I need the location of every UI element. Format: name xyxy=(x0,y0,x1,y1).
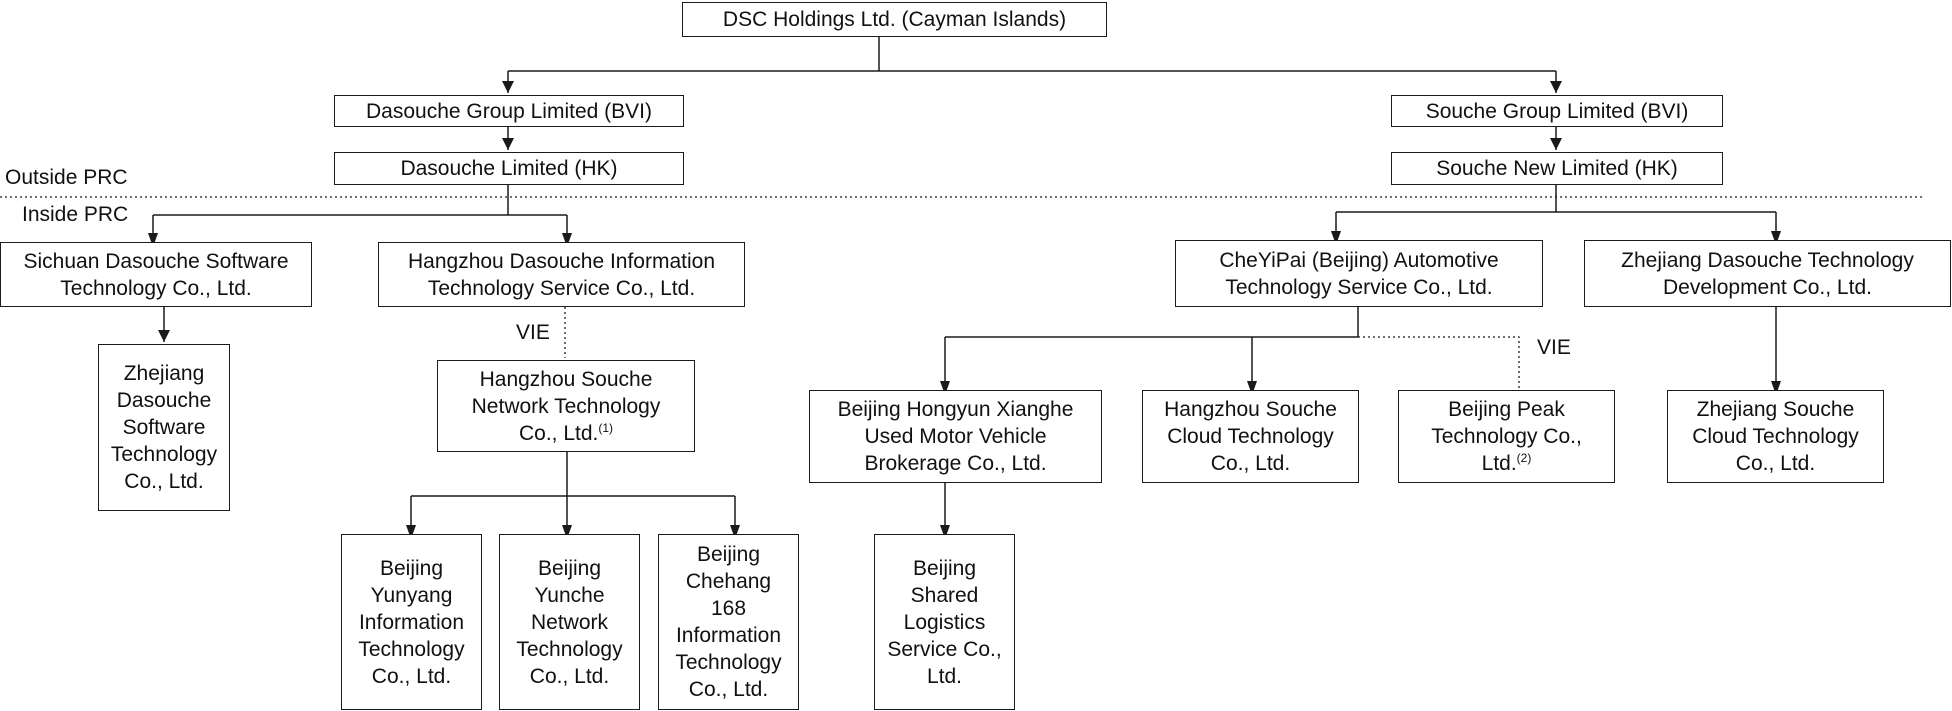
entity-hangzhou-dasouche-info: Hangzhou Dasouche Information Technology… xyxy=(378,242,745,307)
entity-name: Hangzhou Souche Network Technology Co., … xyxy=(471,367,661,445)
entity-name: Sichuan Dasouche Software Technology Co.… xyxy=(23,249,289,300)
entity-hangzhou-souche-cloud: Hangzhou Souche Cloud Technology Co., Lt… xyxy=(1142,390,1359,483)
entity-dsc-holdings: DSC Holdings Ltd. (Cayman Islands) xyxy=(682,2,1107,37)
entity-name: Beijing Chehang 168 Information Technolo… xyxy=(675,543,782,701)
entity-name: Dasouche Group Limited (BVI) xyxy=(366,99,652,123)
entity-name: Hangzhou Dasouche Information Technology… xyxy=(407,249,716,300)
entity-name: Beijing Shared Logistics Service Co., Lt… xyxy=(887,556,1002,688)
entity-name: Souche New Limited (HK) xyxy=(1436,157,1678,180)
entity-beijing-peak: Beijing Peak Technology Co., Ltd.(2) xyxy=(1398,390,1615,483)
entity-beijing-shared-logistics: Beijing Shared Logistics Service Co., Lt… xyxy=(874,534,1015,710)
entity-name: DSC Holdings Ltd. (Cayman Islands) xyxy=(722,8,1067,31)
entity-zhejiang-souche-cloud: Zhejiang Souche Cloud Technology Co., Lt… xyxy=(1667,390,1884,483)
entity-hangzhou-souche-network: Hangzhou Souche Network Technology Co., … xyxy=(437,360,695,452)
entity-sichuan-dasouche: Sichuan Dasouche Software Technology Co.… xyxy=(0,242,312,307)
entity-zhejiang-dasouche-dev: Zhejiang Dasouche Technology Development… xyxy=(1584,240,1951,307)
entity-beijing-chehang: Beijing Chehang 168 Information Technolo… xyxy=(658,534,799,710)
vie-dotted-lines xyxy=(564,307,1520,388)
vie-line-peak xyxy=(1358,336,1520,388)
vie-label-peak: VIE xyxy=(1537,336,1571,359)
entity-beijing-yunche: Beijing Yunche Network Technology Co., L… xyxy=(499,534,640,710)
entity-beijing-hongyun: Beijing Hongyun Xianghe Used Motor Vehic… xyxy=(809,390,1102,483)
entity-name: Zhejiang Souche Cloud Technology Co., Lt… xyxy=(1692,398,1859,475)
entity-souche-group-bvi: Souche Group Limited (BVI) xyxy=(1391,95,1723,127)
entity-name: Hangzhou Souche Cloud Technology Co., Lt… xyxy=(1164,398,1337,475)
footnote-marker: (1) xyxy=(598,420,614,435)
entity-name: Beijing Yunyang Information Technology C… xyxy=(358,556,465,688)
entity-name: Beijing Yunche Network Technology Co., L… xyxy=(516,556,623,688)
entity-name: CheYiPai (Beijing) Automotive Technology… xyxy=(1219,248,1499,299)
vie-label-hangzhou: VIE xyxy=(516,321,550,344)
entity-souche-new-hk: Souche New Limited (HK) xyxy=(1391,152,1723,185)
entity-name: Dasouche Limited (HK) xyxy=(400,157,618,180)
outside-prc-label: Outside PRC xyxy=(5,166,128,189)
entity-name: Beijing Peak Technology Co., Ltd.(2) xyxy=(1431,398,1582,475)
entity-beijing-yunyang: Beijing Yunyang Information Technology C… xyxy=(341,534,482,710)
entity-name: Zhejiang Dasouche Technology Development… xyxy=(1621,248,1914,299)
footnote-marker: (2) xyxy=(1516,451,1532,465)
entity-dasouche-group-bvi: Dasouche Group Limited (BVI) xyxy=(334,95,684,127)
inside-prc-label: Inside PRC xyxy=(22,203,129,226)
entity-cheyipai: CheYiPai (Beijing) Automotive Technology… xyxy=(1175,240,1543,307)
entity-zhejiang-dasouche-software: Zhejiang Dasouche Software Technology Co… xyxy=(98,344,230,511)
entity-name: Souche Group Limited (BVI) xyxy=(1425,99,1689,123)
entity-name: Zhejiang Dasouche Software Technology Co… xyxy=(110,362,218,493)
connector-lines xyxy=(153,37,1776,532)
entity-dasouche-limited-hk: Dasouche Limited (HK) xyxy=(334,152,684,185)
entity-name: Beijing Hongyun Xianghe Used Motor Vehic… xyxy=(837,398,1074,475)
